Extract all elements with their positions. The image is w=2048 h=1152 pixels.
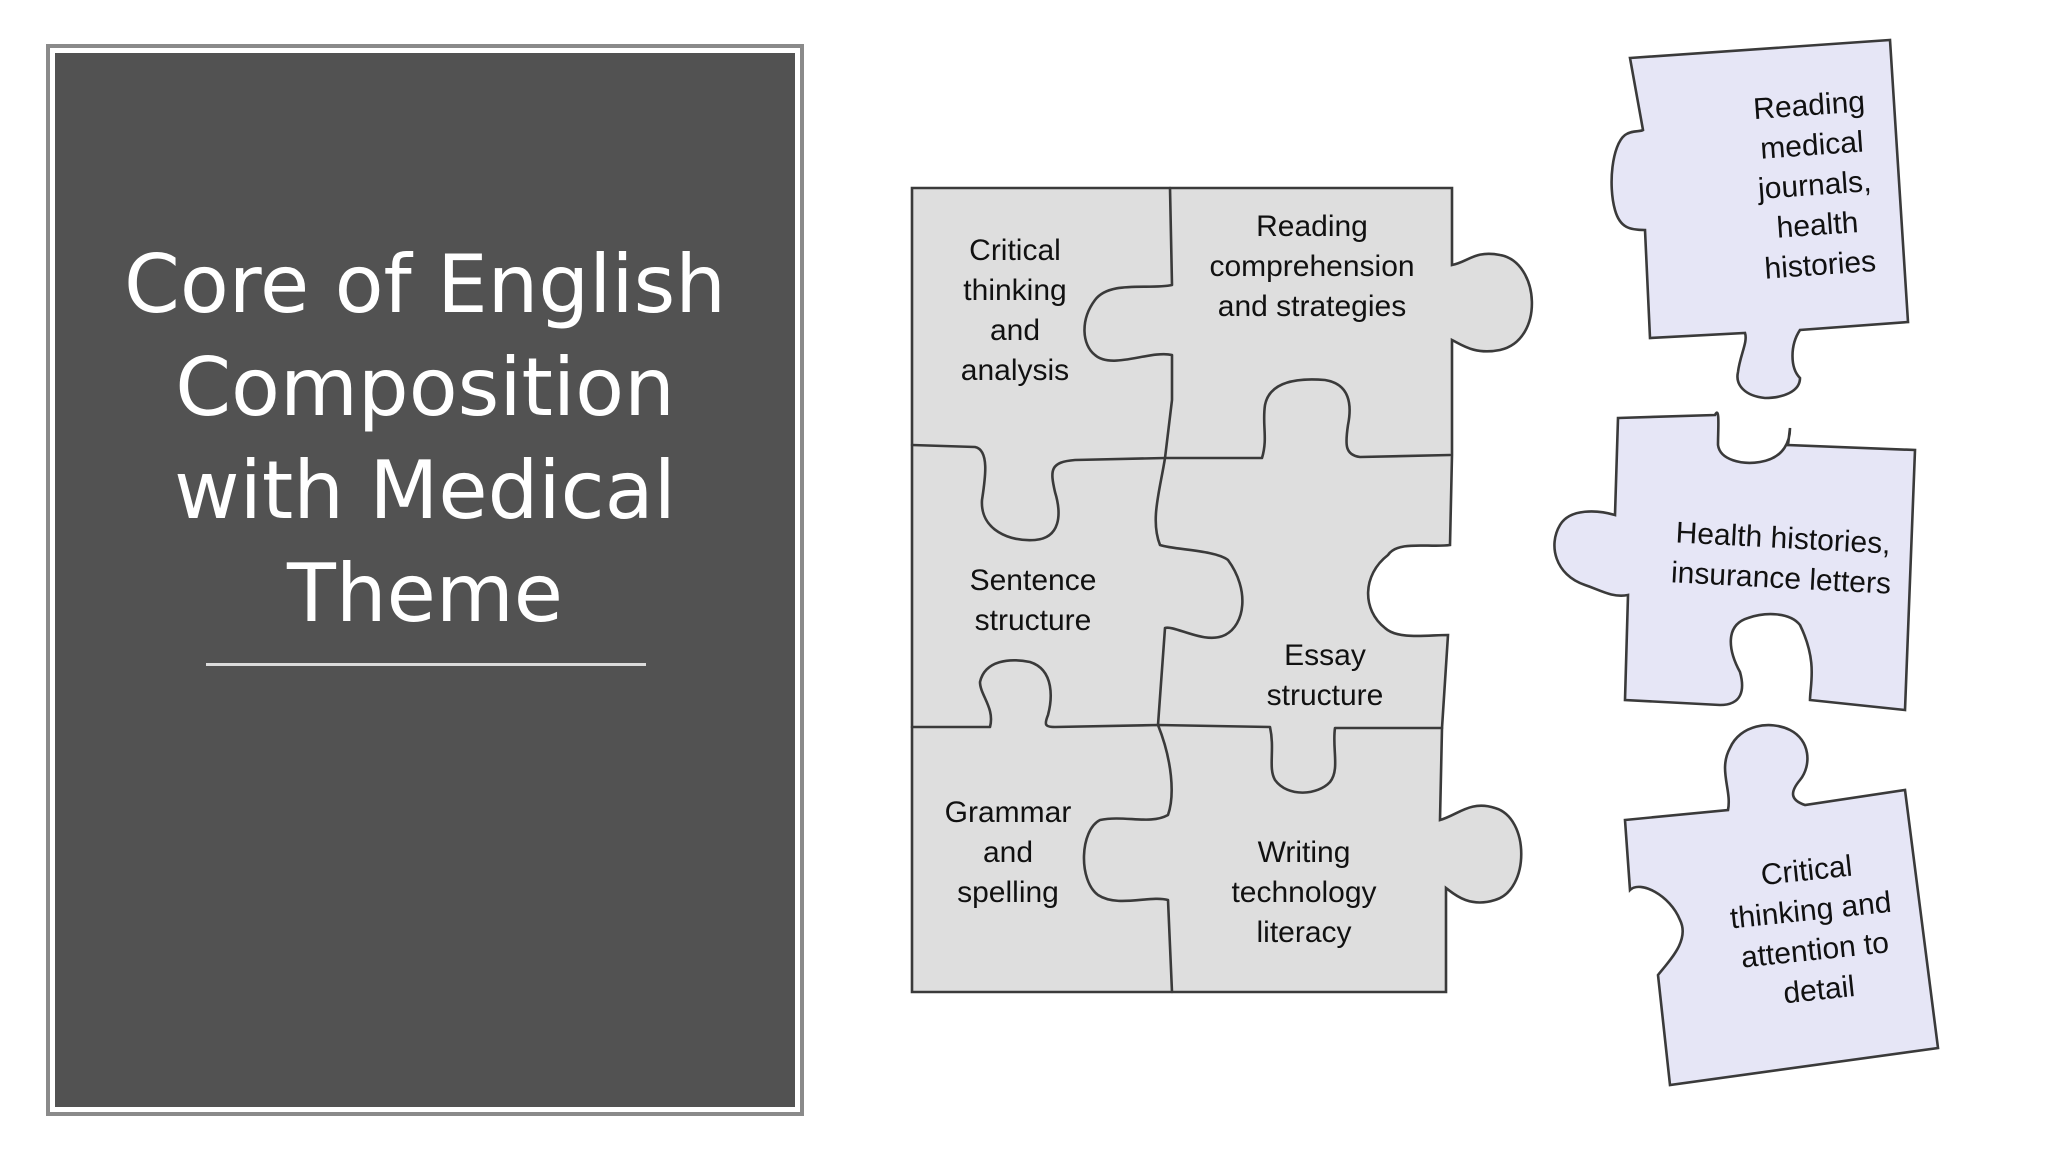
piece-grammar-spelling: Grammar and spelling — [945, 796, 1072, 909]
piece-writing-technology-literacy: Writing technology literacy — [1231, 836, 1376, 949]
piece-label-line: Grammar — [945, 796, 1072, 829]
piece-label-line: spelling — [957, 876, 1059, 909]
title-underline — [206, 663, 646, 666]
piece-label-line: technology — [1231, 876, 1376, 909]
piece-label-line: histories — [1763, 245, 1877, 286]
piece-label-line: Reading — [1256, 210, 1368, 243]
loose-piece-2-outline — [1553, 411, 1917, 712]
title-panel-inner: Core of English Composition with Medical… — [55, 53, 795, 1107]
piece-label-line: health — [1776, 206, 1860, 245]
piece-label-line: medical — [1759, 126, 1864, 166]
piece-label-line: detail — [1782, 970, 1857, 1010]
piece-label-line: and — [990, 314, 1040, 347]
piece-label-line: and — [983, 836, 1033, 869]
piece-reading-comprehension: Reading comprehension and strategies — [1209, 210, 1414, 323]
piece-label-line: literacy — [1256, 916, 1351, 949]
piece-label-line: thinking — [963, 274, 1066, 307]
assembled-puzzle-outline — [910, 186, 1534, 994]
seam-horizontal-lower — [910, 659, 1444, 794]
piece-label-line: analysis — [961, 354, 1069, 387]
loose-piece-1-outline — [1610, 38, 1910, 400]
seam-vertical-middle — [1154, 456, 1244, 727]
piece-label-line: structure — [1267, 679, 1384, 712]
piece-label-line: structure — [975, 604, 1092, 637]
title-panel: Core of English Composition with Medical… — [46, 44, 804, 1116]
piece-label-line: and strategies — [1218, 290, 1406, 323]
piece-label-line: Writing — [1258, 836, 1351, 869]
seam-vertical-bottom — [1082, 723, 1174, 994]
piece-label-line: comprehension — [1209, 250, 1414, 283]
seam-vertical-top — [1083, 186, 1174, 460]
piece-essay-structure: Essay structure — [1267, 639, 1384, 712]
piece-sentence-structure: Sentence structure — [970, 564, 1097, 637]
piece-critical-thinking-analysis: Critical thinking and analysis — [961, 234, 1069, 387]
piece-label-line: Sentence — [970, 564, 1097, 597]
slide-title: Core of English Composition with Medical… — [124, 238, 726, 640]
seam-horizontal-upper — [910, 378, 1452, 542]
loose-piece-3-outline — [1623, 723, 1940, 1087]
piece-label-line: journals, — [1756, 165, 1872, 206]
loose-piece-1-label: Reading medical journals, health histori… — [1752, 85, 1877, 286]
piece-label-line: Critical — [969, 234, 1061, 267]
piece-label-line: Reading — [1752, 85, 1866, 126]
piece-label-line: Essay — [1284, 639, 1366, 672]
